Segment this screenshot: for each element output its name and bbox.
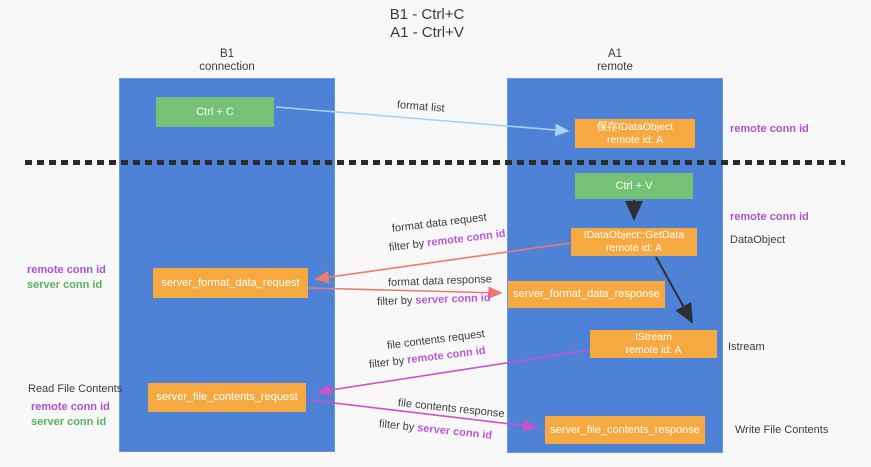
title-line-2: A1 - Ctrl+V bbox=[390, 24, 464, 41]
node-server-format-data-request-label: server_format_data_request bbox=[161, 276, 300, 289]
side-label-remote-conn-id-left-2: remote conn id bbox=[31, 401, 110, 413]
arrow-format-list bbox=[275, 106, 570, 137]
node-ctrl-c-label: Ctrl + C bbox=[196, 105, 234, 118]
side-label-remote-conn-id-right-2: remote conn id bbox=[730, 211, 809, 223]
arrow-getdata-to-istream bbox=[655, 256, 693, 324]
side-label-remote-conn-id-right-1: remote conn id bbox=[730, 123, 809, 135]
node-save-idataobject-line2: remote id: A bbox=[606, 133, 664, 146]
title-line-1: B1 - Ctrl+C bbox=[389, 6, 465, 23]
node-save-idataobject-line1: 保存IDataObject bbox=[596, 120, 674, 133]
node-istream: IStream remote id: A bbox=[590, 330, 717, 358]
column-b1-sub: connection bbox=[199, 61, 255, 73]
column-a1-sub: remote bbox=[597, 61, 633, 73]
node-istream-line2: remote id: A bbox=[625, 344, 682, 356]
column-header-b1: B1 connection bbox=[119, 48, 335, 74]
filter-by-text-2: filter by bbox=[376, 294, 413, 308]
node-getdata-line1: IDataObject::GetData bbox=[583, 229, 685, 241]
node-server-format-data-response: server_format_data_response bbox=[508, 281, 665, 308]
column-header-a1: A1 remote bbox=[507, 48, 723, 74]
side-label-server-conn-id-left-2: server conn id bbox=[31, 416, 107, 428]
node-server-format-data-response-label: server_format_data_response bbox=[513, 288, 660, 300]
side-label-server-conn-id-left-1: server conn id bbox=[27, 279, 103, 291]
side-label-remote-conn-id-left-1: remote conn id bbox=[27, 264, 106, 276]
column-a1-name: A1 bbox=[607, 48, 623, 60]
side-label-istream: Istream bbox=[728, 341, 765, 353]
diagram-title: B1 - Ctrl+C A1 - Ctrl+V bbox=[347, 6, 507, 42]
column-b1-name: B1 bbox=[219, 48, 235, 60]
session-divider-dashed-line bbox=[25, 160, 845, 165]
node-ctrl-c: Ctrl + C bbox=[156, 97, 274, 127]
side-label-write-file-contents: Write File Contents bbox=[735, 424, 829, 436]
node-server-file-contents-response-label: server_file_contents_response bbox=[550, 423, 700, 436]
node-idataobject-getdata: IDataObject::GetData remote id: A bbox=[571, 228, 697, 256]
node-ctrl-v-label: Ctrl + V bbox=[615, 179, 653, 192]
arrow-file-contents-request bbox=[316, 349, 591, 397]
node-server-file-contents-request: server_file_contents_request bbox=[148, 383, 306, 412]
arrow-file-contents-response bbox=[308, 399, 538, 432]
node-save-idataobject: 保存IDataObject remote id: A bbox=[575, 119, 695, 148]
side-label-dataobject: DataObject bbox=[730, 234, 786, 246]
node-istream-line1: IStream bbox=[635, 331, 672, 343]
arrow-format-data-request bbox=[314, 242, 571, 284]
node-ctrl-v: Ctrl + V bbox=[575, 173, 693, 199]
node-getdata-line2: remote id: A bbox=[605, 242, 663, 254]
node-server-format-data-request: server_format_data_request bbox=[153, 268, 308, 298]
side-label-read-file-contents: Read File Contents bbox=[28, 383, 123, 395]
node-server-file-contents-response: server_file_contents_response bbox=[545, 416, 705, 444]
node-server-file-contents-request-label: server_file_contents_request bbox=[156, 391, 298, 403]
arrow-format-data-response bbox=[308, 286, 503, 300]
